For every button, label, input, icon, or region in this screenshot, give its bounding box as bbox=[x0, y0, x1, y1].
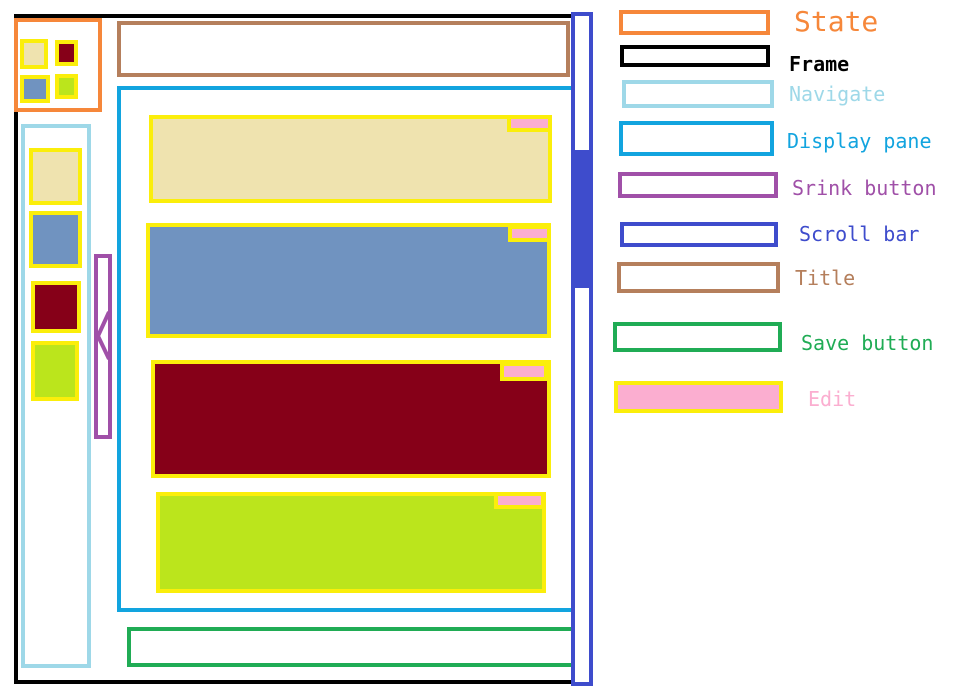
state-cell-2 bbox=[55, 40, 78, 66]
chevron-left-icon bbox=[95, 311, 111, 360]
legend-swatch-state bbox=[619, 10, 770, 35]
legend-swatch-scroll-bar bbox=[620, 222, 778, 247]
navigate-panel bbox=[21, 124, 91, 668]
legend-label-scroll-bar: Scroll bar bbox=[799, 222, 920, 246]
display-card-1 bbox=[149, 115, 552, 203]
display-card-3 bbox=[151, 360, 551, 478]
edit-button-2[interactable] bbox=[508, 225, 551, 242]
display-card-4 bbox=[156, 492, 546, 593]
legend-label-title: Title bbox=[795, 266, 856, 290]
nav-item-1[interactable] bbox=[29, 148, 82, 205]
edit-button-4[interactable] bbox=[494, 492, 545, 509]
legend-label-state: State bbox=[794, 5, 879, 38]
nav-item-3[interactable] bbox=[31, 281, 81, 333]
shrink-button[interactable] bbox=[94, 254, 112, 439]
legend-label-shrink-button: Srink button bbox=[792, 176, 937, 200]
legend-label-edit: Edit bbox=[808, 387, 857, 411]
legend-label-save-button: Save button bbox=[801, 331, 934, 355]
legend-label-display-pane: Display pane bbox=[787, 129, 932, 153]
legend-swatch-edit bbox=[614, 381, 783, 413]
nav-item-4[interactable] bbox=[31, 341, 79, 401]
edit-button-3[interactable] bbox=[500, 362, 548, 381]
display-card-2 bbox=[146, 223, 551, 338]
save-button[interactable] bbox=[127, 627, 581, 667]
legend-swatch-display-pane bbox=[619, 121, 774, 156]
legend-label-navigate: Navigate bbox=[789, 82, 886, 106]
title-box bbox=[117, 21, 570, 77]
state-cell-4 bbox=[55, 74, 78, 99]
legend-swatch-save-button bbox=[613, 322, 782, 352]
state-cell-1 bbox=[20, 39, 48, 69]
legend-swatch-title bbox=[617, 262, 780, 293]
state-cell-3 bbox=[20, 75, 50, 103]
scroll-thumb[interactable] bbox=[575, 150, 589, 288]
scroll-bar[interactable] bbox=[571, 12, 593, 686]
legend-label-frame: Frame bbox=[789, 52, 850, 76]
edit-button-1[interactable] bbox=[507, 115, 552, 132]
legend-swatch-frame bbox=[620, 45, 770, 67]
nav-item-2[interactable] bbox=[29, 211, 82, 268]
legend-swatch-shrink-button bbox=[618, 172, 778, 198]
legend-swatch-navigate bbox=[622, 80, 774, 108]
